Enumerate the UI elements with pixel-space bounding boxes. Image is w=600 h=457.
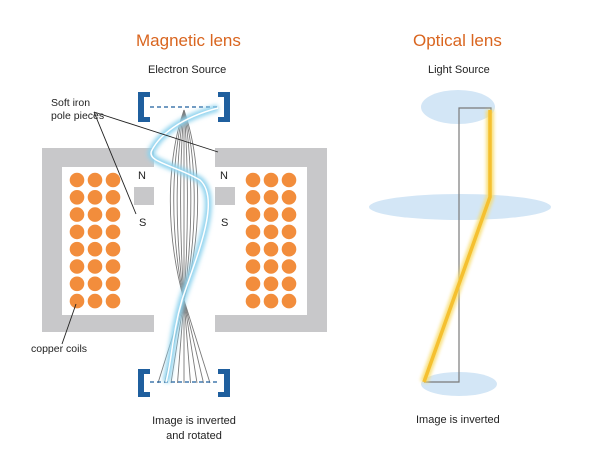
coil-dot [87, 172, 103, 188]
electron-source-bracket-left [138, 92, 150, 122]
coil-dot [105, 190, 121, 205]
pole-n-left: N [138, 170, 146, 182]
coil-dot [69, 207, 85, 222]
coil-dot [105, 259, 121, 274]
coil-dot [263, 190, 279, 205]
light-source-label: Light Source [428, 64, 490, 76]
coil-dot [105, 207, 121, 222]
coil-dot [263, 207, 279, 222]
coil-dot [87, 190, 103, 205]
coil-dot [105, 293, 121, 309]
coil-dot [87, 276, 103, 292]
coil-dot [281, 207, 297, 222]
coil-dot [281, 276, 297, 292]
coil-dot [87, 207, 103, 222]
coil-dot [281, 172, 297, 188]
coil-dot [245, 276, 261, 292]
coil-dot [69, 172, 85, 188]
coil-dot [245, 207, 261, 222]
coil-dot [263, 276, 279, 292]
coil-dot [263, 293, 279, 309]
optical-lens-discs [369, 90, 551, 396]
pole-s-left: S [139, 217, 147, 229]
image-bracket-left [138, 369, 150, 397]
coil-dot [87, 293, 103, 309]
coil-dot [245, 172, 261, 188]
electron-ray [176, 109, 198, 384]
pole-n-right: N [220, 170, 228, 182]
coil-dot [263, 172, 279, 188]
electron-path [147, 104, 219, 383]
coil-dot [281, 190, 297, 205]
magnetic-caption: Image is inverted and rotated [144, 414, 244, 444]
coil-dot [105, 241, 121, 257]
coil-dot [105, 172, 121, 188]
coil-dot [105, 224, 121, 240]
light-beam [420, 110, 494, 384]
coil-dot [263, 259, 279, 274]
electron-ray [180, 109, 191, 384]
coil-dot [69, 224, 85, 240]
coil-dot [69, 276, 85, 292]
magnetic-caption-line1: Image is inverted [152, 415, 236, 427]
coil-dot [245, 241, 261, 257]
coil-dot [245, 224, 261, 240]
pole-pieces-label-line1: Soft iron [51, 97, 91, 109]
coil-dot [245, 190, 261, 205]
copper-coils-left [69, 172, 121, 309]
electron-source-bracket-right [218, 92, 230, 122]
magnetic-lens-title: Magnetic lens [136, 31, 241, 50]
coil-dot [281, 224, 297, 240]
electron-source-label: Electron Source [148, 64, 227, 76]
coil-dot [281, 241, 297, 257]
coil-dot [69, 241, 85, 257]
leader-lines [61, 111, 219, 345]
image-bracket-right [218, 369, 230, 397]
coil-dot [105, 276, 121, 292]
copper-coils-label: copper coils [31, 343, 88, 355]
optical-caption: Image is inverted [416, 414, 500, 426]
copper-coils-right [245, 172, 297, 309]
coil-dot [281, 259, 297, 274]
coil-dot [245, 293, 261, 309]
coil-dot [263, 224, 279, 240]
electron-ray [173, 109, 204, 384]
coil-dot [281, 293, 297, 309]
coil-dot [245, 259, 261, 274]
coil-dot [69, 259, 85, 274]
coil-dot [69, 190, 85, 205]
coil-dot [87, 224, 103, 240]
coil-dot [263, 241, 279, 257]
pole-pieces-label-line2: pole pieces [51, 110, 105, 122]
coil-dot [87, 259, 103, 274]
pole-pieces-label: Soft iron pole pieces [51, 97, 104, 123]
magnetic-caption-line2: and rotated [166, 430, 222, 442]
optical-grey-ray [424, 107, 492, 383]
optical-lens-title: Optical lens [413, 31, 502, 50]
coil-dot [69, 293, 85, 309]
pole-s-right: S [221, 217, 229, 229]
coil-dot [87, 241, 103, 257]
